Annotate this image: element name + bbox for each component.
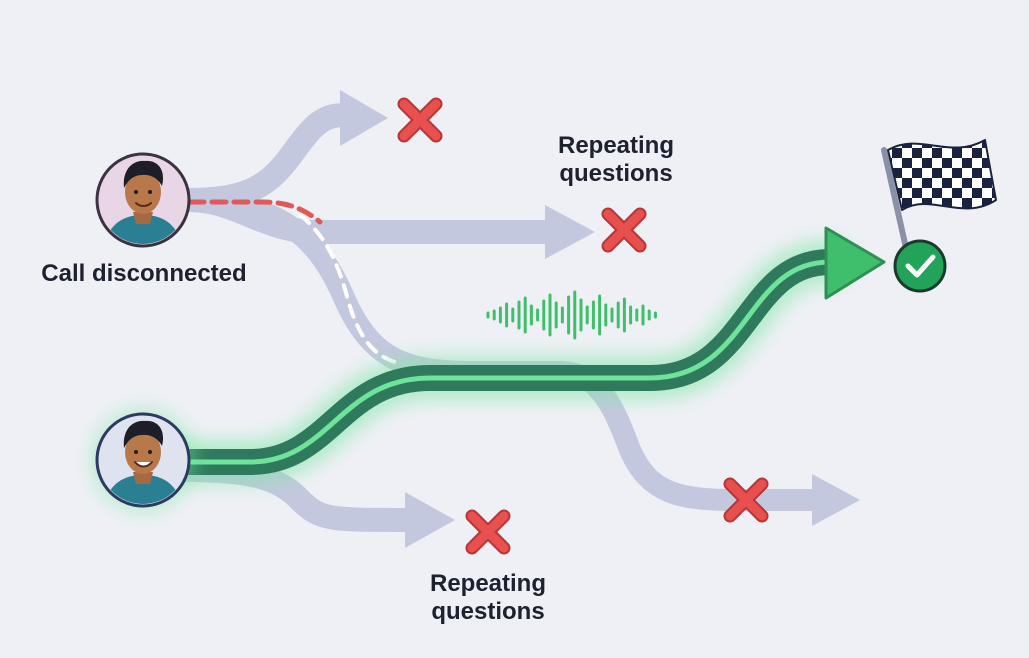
failed-arrowhead-straight bbox=[545, 205, 595, 259]
label-line: questions bbox=[431, 598, 545, 625]
label-line: Repeating bbox=[557, 132, 674, 159]
check-icon bbox=[893, 239, 947, 293]
success-path bbox=[163, 226, 886, 484]
label-line: Call disconnected bbox=[41, 260, 247, 287]
cross-icon bbox=[723, 477, 769, 523]
checkered-flag-icon bbox=[881, 139, 997, 251]
failed-arrowhead-up bbox=[340, 90, 388, 146]
person-avatar-icon bbox=[95, 152, 191, 248]
success-path-glow bbox=[163, 240, 852, 484]
cross-icon bbox=[465, 509, 511, 555]
sound-wave-icon bbox=[486, 290, 657, 340]
label-call-disconnected: Call disconnected bbox=[28, 260, 260, 288]
cross-icon bbox=[601, 207, 647, 253]
cross-icon bbox=[397, 97, 443, 143]
success-arrowhead bbox=[824, 226, 886, 300]
label-line: Repeating bbox=[429, 570, 546, 597]
success-path-highlight bbox=[182, 259, 833, 465]
dashed-trace bbox=[298, 213, 397, 364]
label-repeating-questions-top: Repeating questions bbox=[538, 132, 694, 188]
failed-arrowhead-bottom bbox=[405, 492, 455, 548]
person-avatar-icon bbox=[91, 408, 195, 512]
failed-path-up bbox=[176, 103, 357, 212]
label-line: questions bbox=[559, 160, 673, 187]
disconnect-line bbox=[187, 199, 323, 225]
failed-arrowhead-down bbox=[812, 474, 860, 526]
label-repeating-questions-bottom: Repeating questions bbox=[410, 570, 566, 626]
